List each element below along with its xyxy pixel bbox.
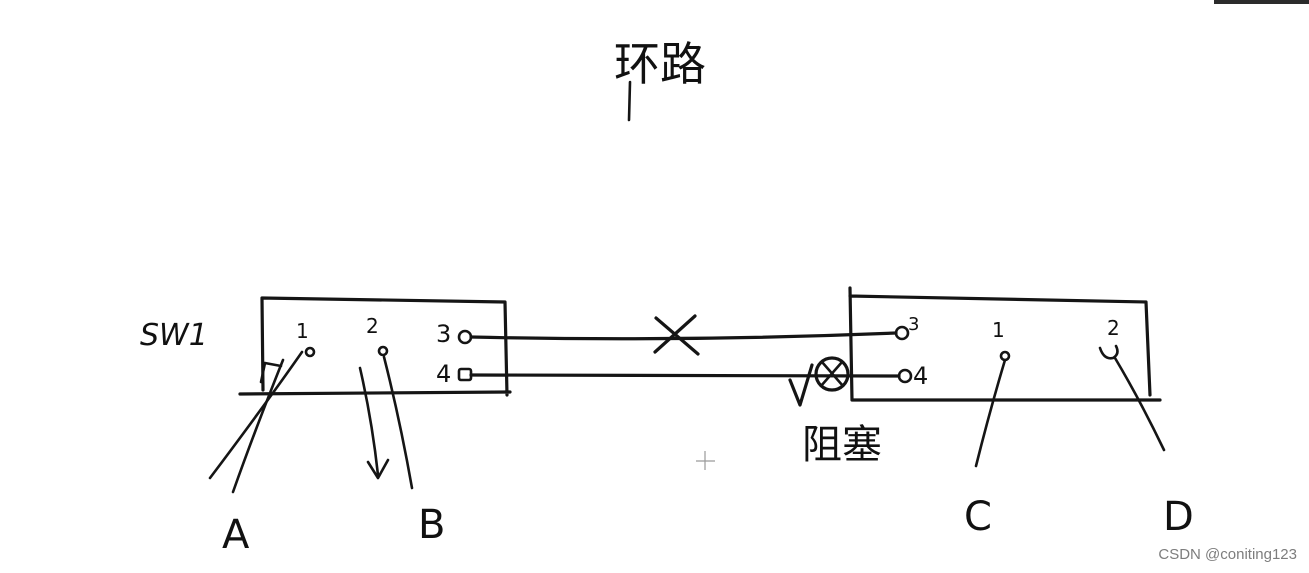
host-b-arrow-down-icon: [366, 458, 390, 480]
blocked-port-circle: [814, 356, 850, 392]
host-a-line-2: [231, 358, 285, 494]
blocked-label: 阻塞: [802, 422, 882, 468]
host-a-label: A: [222, 512, 250, 558]
left-port-1: [304, 346, 316, 358]
host-c-line: [974, 358, 1007, 468]
host-a-line-1: [208, 350, 304, 480]
check-mark-icon: [788, 363, 814, 407]
left-port-4: [457, 367, 473, 382]
left-port-3-number: 3: [436, 320, 451, 348]
host-d-label: D: [1163, 494, 1194, 540]
host-b-label: B: [418, 502, 445, 548]
right-port-1-number: 1: [992, 318, 1005, 342]
right-port-2-number: 2: [1107, 316, 1120, 340]
right-port-2: [1098, 344, 1119, 360]
switch-left-label: SW1: [140, 318, 208, 353]
cross-mark-icon: [653, 314, 700, 356]
link-port3-to-port3: [469, 331, 898, 341]
host-b-line-2: [382, 355, 414, 490]
watermark: CSDN @coniting123: [1158, 546, 1297, 563]
right-port-3: [894, 325, 910, 341]
link-port4-to-port4: [469, 373, 901, 378]
blocked-port-cross: [819, 360, 845, 388]
left-port-3: [457, 329, 473, 345]
switch-right-box: [848, 286, 1162, 402]
right-port-4-number: 4: [913, 362, 928, 390]
left-port-2-number: 2: [366, 314, 379, 338]
window-edge-bar: [1214, 0, 1309, 4]
title-stroke-tail: [627, 80, 632, 122]
left-port-2: [377, 345, 389, 357]
left-port-1-number: 1: [296, 319, 309, 343]
right-port-3-number: 3: [908, 314, 919, 335]
right-port-4: [897, 368, 913, 384]
diagram-title: 环路: [614, 37, 706, 91]
host-d-line: [1113, 356, 1166, 452]
host-a-arrow-up-icon: [259, 361, 283, 384]
host-c-label: C: [964, 494, 992, 540]
cursor-crosshair-icon: [696, 451, 715, 470]
host-b-line-1: [358, 366, 380, 477]
left-port-4-number: 4: [436, 360, 451, 388]
